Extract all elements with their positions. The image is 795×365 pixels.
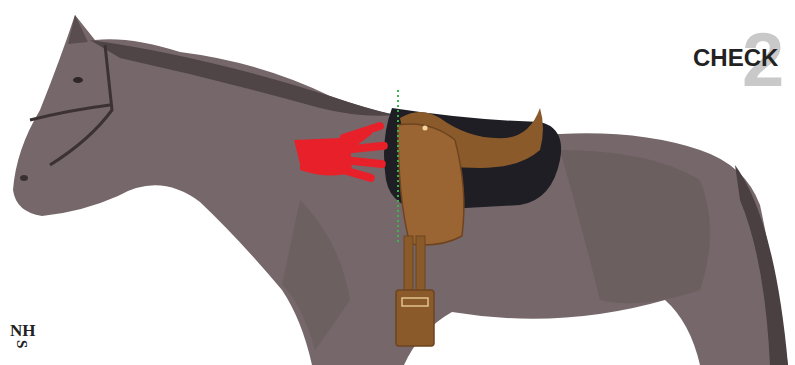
logo-text: NH [10, 322, 36, 339]
check-heading: CHECK [693, 46, 778, 70]
guide-line [397, 90, 399, 242]
saddle-flap [398, 124, 464, 245]
hand-icon [294, 121, 388, 183]
logo-text: S [14, 340, 29, 348]
girth-buckle [396, 290, 434, 346]
horse-body [13, 15, 788, 365]
